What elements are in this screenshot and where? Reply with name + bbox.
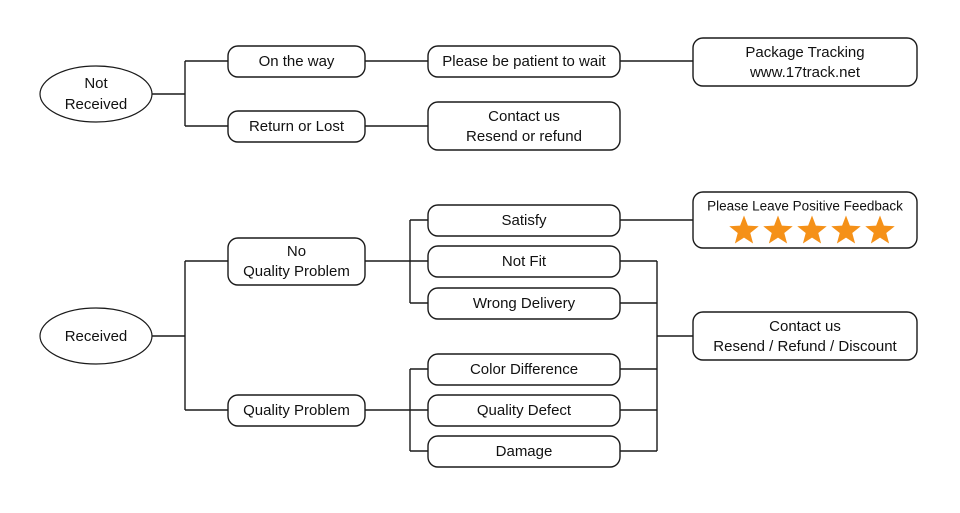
node-resolution[interactable]: Contact us Resend / Refund / Discount — [692, 311, 918, 361]
star-rating[interactable] — [729, 215, 895, 244]
please-be-patient-label: Please be patient to wait — [442, 53, 606, 70]
resolution-label-line1: Contact us — [769, 318, 841, 335]
node-color-difference[interactable]: Color Difference — [427, 353, 621, 386]
resolution-label-line2: Resend / Refund / Discount — [713, 338, 897, 355]
quality-defect-box — [427, 394, 621, 427]
on-the-way-box — [227, 45, 366, 78]
node-return-or-lost[interactable]: Return or Lost — [227, 110, 366, 143]
quality-defect-label: Quality Defect — [477, 402, 572, 419]
node-not-fit[interactable]: Not Fit — [427, 245, 621, 278]
node-quality-defect[interactable]: Quality Defect — [427, 394, 621, 427]
node-please-be-patient[interactable]: Please be patient to wait — [427, 45, 621, 78]
not-received-ellipse — [39, 65, 153, 123]
not-fit-box — [427, 245, 621, 278]
quality-problem-box — [227, 394, 366, 427]
not-fit-label: Not Fit — [502, 253, 547, 270]
received-ellipse — [39, 307, 153, 365]
node-on-the-way[interactable]: On the way — [227, 45, 366, 78]
node-not-received[interactable]: Not Received — [39, 65, 153, 123]
resolution-box — [692, 311, 918, 361]
satisfy-box — [427, 204, 621, 237]
node-contact-resend-refund[interactable]: Contact us Resend or refund — [427, 101, 621, 151]
not-received-label-line2: Received — [65, 96, 128, 113]
positive-feedback-label: Please Leave Positive Feedback — [707, 199, 903, 214]
color-difference-box — [427, 353, 621, 386]
quality-problem-label: Quality Problem — [243, 402, 350, 419]
contact-resend-refund-box — [427, 101, 621, 151]
contact-resend-refund-label-line1: Contact us — [488, 108, 560, 125]
no-quality-problem-label-line1: No — [287, 243, 306, 260]
wrong-delivery-label: Wrong Delivery — [473, 295, 576, 312]
node-positive-feedback[interactable]: Please Leave Positive Feedback — [692, 191, 918, 249]
connector-group-not-received — [152, 60, 693, 127]
not-received-label-line1: Not — [84, 75, 108, 92]
no-quality-problem-label-line2: Quality Problem — [243, 263, 350, 280]
node-wrong-delivery[interactable]: Wrong Delivery — [427, 287, 621, 320]
star-icon[interactable] — [831, 215, 861, 244]
contact-resend-refund-label-line2: Resend or refund — [466, 128, 582, 145]
received-label: Received — [65, 328, 128, 345]
package-tracking-box — [692, 37, 918, 87]
star-icon[interactable] — [865, 215, 895, 244]
node-no-quality-problem[interactable]: No Quality Problem — [227, 237, 366, 286]
connector-group-received — [152, 219, 693, 452]
wrong-delivery-box — [427, 287, 621, 320]
node-received[interactable]: Received — [39, 307, 153, 365]
color-difference-label: Color Difference — [470, 361, 578, 378]
package-tracking-label-line2: www.17track.net — [749, 64, 861, 81]
return-or-lost-box — [227, 110, 366, 143]
star-icon[interactable] — [763, 215, 793, 244]
damage-label: Damage — [496, 443, 553, 460]
on-the-way-label: On the way — [259, 53, 335, 70]
star-icon[interactable] — [729, 215, 759, 244]
satisfy-label: Satisfy — [501, 212, 547, 229]
node-package-tracking[interactable]: Package Tracking www.17track.net — [692, 37, 918, 87]
node-satisfy[interactable]: Satisfy — [427, 204, 621, 237]
node-damage[interactable]: Damage — [427, 435, 621, 468]
damage-box — [427, 435, 621, 468]
no-quality-problem-box — [227, 237, 366, 286]
star-icon[interactable] — [797, 215, 827, 244]
node-quality-problem[interactable]: Quality Problem — [227, 394, 366, 427]
return-or-lost-label: Return or Lost — [249, 118, 345, 135]
please-be-patient-box — [427, 45, 621, 78]
package-tracking-label-line1: Package Tracking — [745, 44, 864, 61]
